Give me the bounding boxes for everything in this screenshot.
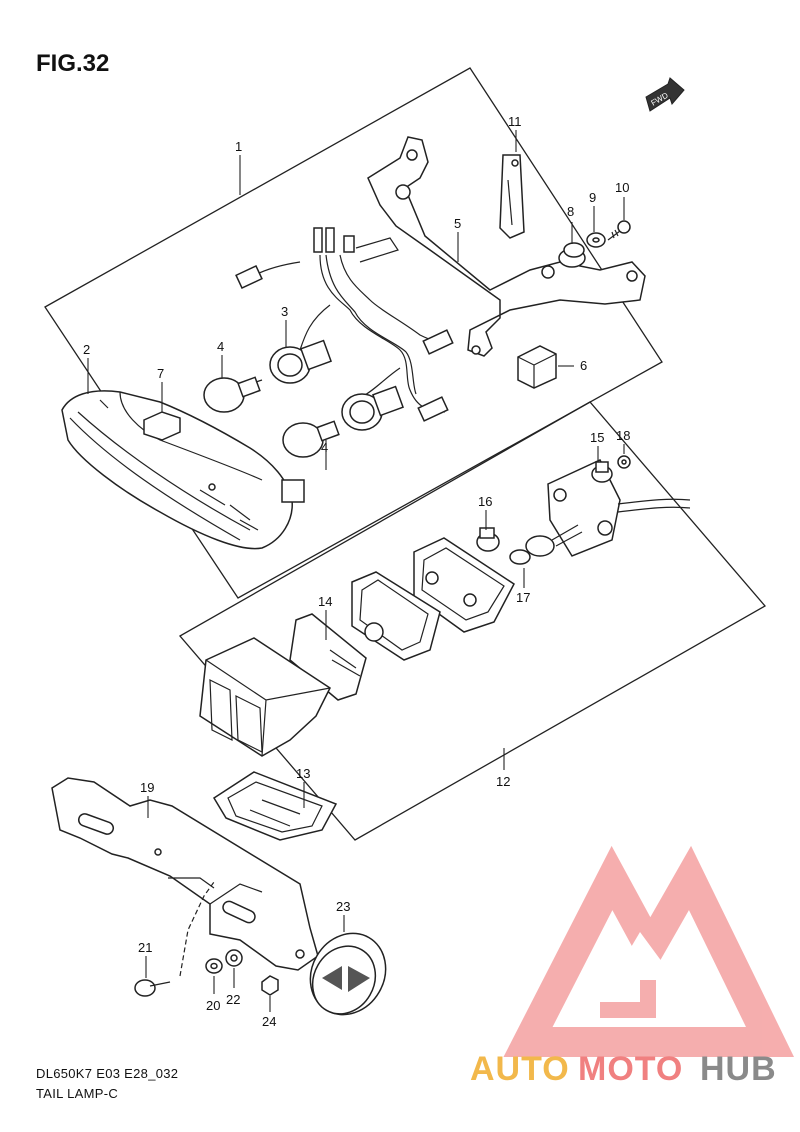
license-lamp-lens-part-13 [212,771,338,841]
watermark-logo-icon [503,845,795,1057]
label-part-20: 20 [206,998,220,1013]
label-part-15: 15 [590,430,604,445]
label-part-21: 21 [138,940,152,955]
socket-part-3 [269,339,332,384]
reflector-part-23 [309,932,387,1016]
lens-frame-parts [351,537,515,661]
bulb-part-16-17 [476,524,583,565]
label-part-8: 8 [567,204,574,219]
license-lamp-holder-part-15-18 [547,459,691,557]
label-part-17: 17 [516,590,530,605]
socket-part-3-lower [341,385,404,431]
screw-part-10 [607,220,631,241]
label-part-9: 9 [589,190,596,205]
brand-part-auto: AUTO [470,1050,570,1088]
bracket-part-5 [367,136,646,357]
label-part-3: 3 [281,304,288,319]
label-part-14: 14 [318,594,332,609]
brand-part-moto: MOTO [578,1050,683,1088]
spacer-part-8 [558,242,586,268]
label-part-10: 10 [615,180,629,195]
wiring-harness [235,227,454,422]
label-part-16: 16 [478,494,492,509]
label-part-23: 23 [336,899,350,914]
leader-lines [87,130,625,1012]
brand-part-hub: HUB [700,1050,777,1088]
screw-part-21 [134,979,171,997]
label-part-1: 1 [235,139,242,154]
band-part-11 [499,154,525,239]
mount-guide-line [179,881,215,977]
model-code: DL650K7 E03 E28_032 [36,1066,179,1081]
nut-part-22 [225,949,243,967]
tail-lamp-housing-part-2 [61,390,305,550]
license-lamp-case-part-12 [199,637,331,757]
label-part-22: 22 [226,992,240,1007]
label-part-11: 11 [508,114,522,129]
nut-part-24 [261,975,279,996]
figure-title: FIG.32 [36,50,110,77]
section-name: TAIL LAMP-C [36,1086,119,1101]
forward-direction-arrow-icon: FWD [645,77,685,112]
part-number-labels: 1 2 3 4 4 5 6 7 8 9 10 11 12 13 14 15 16… [83,114,630,1029]
label-part-19: 19 [140,780,154,795]
bulb-part-4-upper [203,376,263,413]
nut-part-18 [617,455,631,469]
assembly-box-12 [178,401,767,841]
label-part-6: 6 [580,358,587,373]
label-part-5: 5 [454,216,461,231]
cushion-part-6 [517,345,557,389]
label-part-24: 24 [262,1014,276,1029]
washer-part-20 [205,958,223,974]
label-part-12: 12 [496,774,510,789]
label-part-2: 2 [83,342,90,357]
label-part-13: 13 [296,766,310,781]
label-part-18: 18 [616,428,630,443]
gasket-part-14 [289,613,367,701]
watermark-brand-text: AUTO MOTO HUB [470,1050,777,1088]
label-part-7: 7 [157,366,164,381]
label-part-4-lower: 4 [321,440,328,455]
washer-part-9 [586,232,606,248]
bulb-part-4-lower [282,420,340,458]
label-part-4-upper: 4 [217,339,224,354]
screw-part-15 [591,461,613,483]
license-bracket-part-19 [51,777,319,971]
